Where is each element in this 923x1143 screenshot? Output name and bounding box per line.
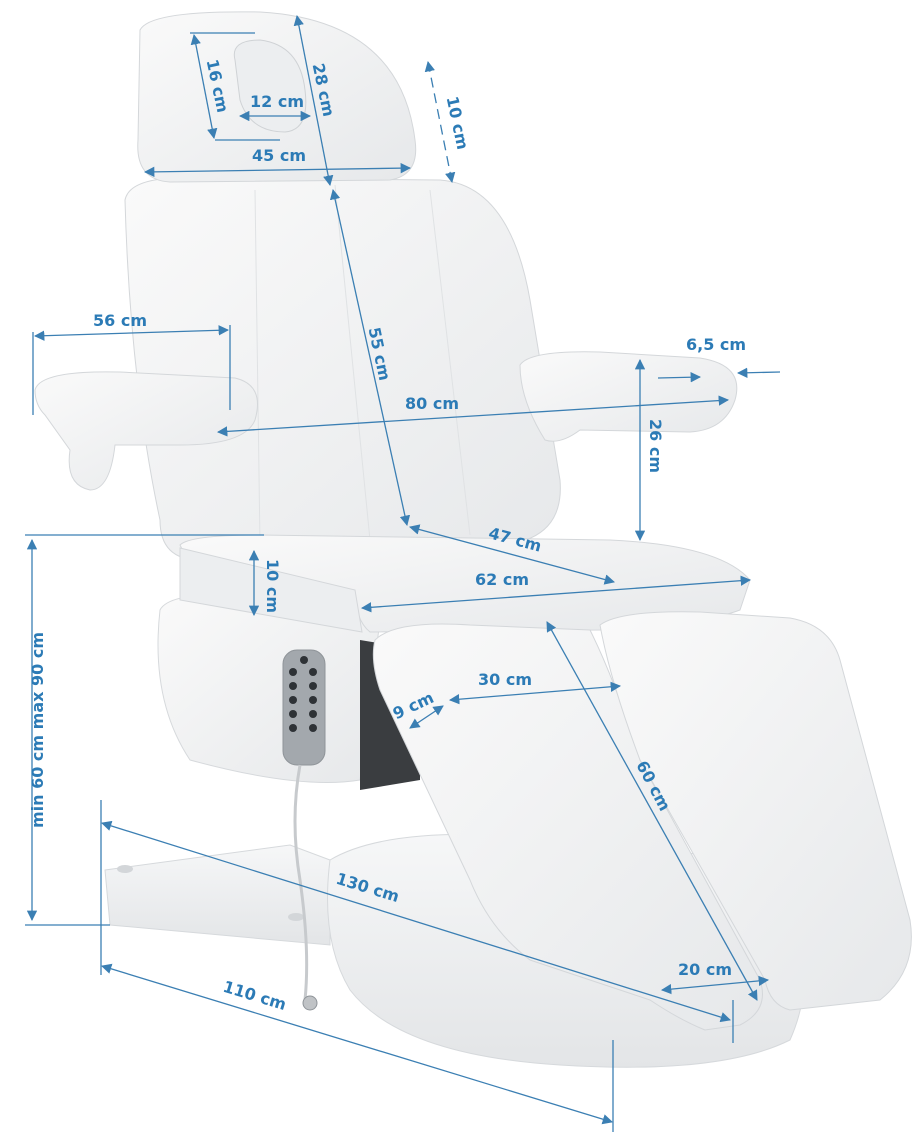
label-headrest-hole-width: 12 cm [250, 92, 304, 111]
remote-control [282, 649, 326, 1011]
label-overall-width: 80 cm [405, 394, 459, 413]
label-leg-width: 30 cm [478, 670, 532, 689]
label-seat-height: min 60 cm max 90 cm [28, 631, 48, 829]
right-armrest [519, 351, 738, 442]
label-headrest-width: 45 cm [252, 146, 306, 165]
dimension-lines [25, 14, 781, 1132]
label-armrest-width: 6,5 cm [686, 335, 747, 354]
left-armrest [34, 371, 258, 491]
label-seat-thickness: 10 cm [263, 559, 282, 613]
label-foot-width: 20 cm [678, 960, 732, 979]
label-armrest-height: 26 cm [646, 419, 665, 473]
label-seat-width: 62 cm [475, 570, 529, 589]
label-armrest-length: 56 cm [93, 311, 147, 330]
